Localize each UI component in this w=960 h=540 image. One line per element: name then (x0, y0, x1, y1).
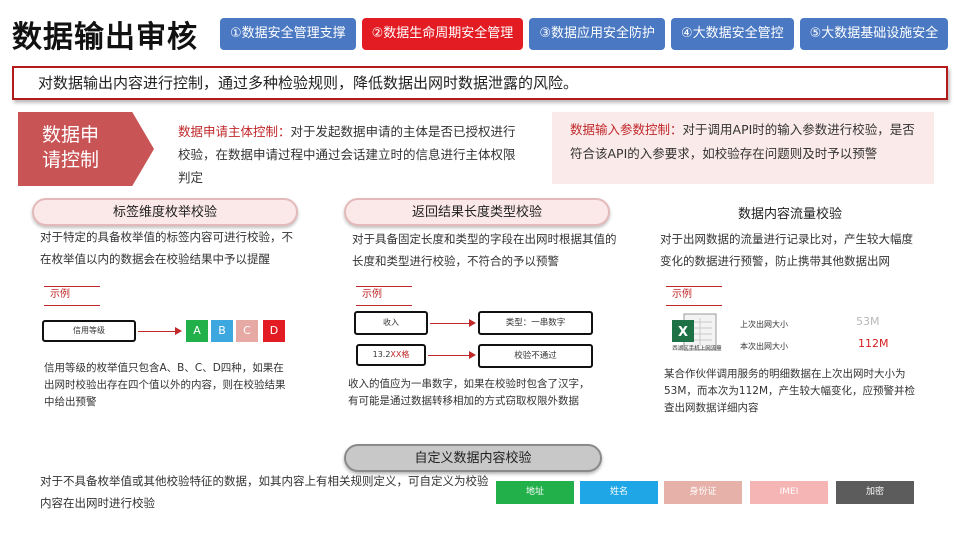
request-control-label: 数据申 请控制 (18, 112, 154, 186)
length-type-note: 收入的值应为一串数字，如果在校验时包含了汉字，有可能是通过数据转移相加的方式窃取… (348, 378, 590, 407)
custom-tag-address: 地址 (496, 481, 574, 504)
svg-text:X: X (678, 325, 688, 340)
page-title: 数据输出审核 (12, 20, 198, 55)
flow-check-heading: 数据内容流量校验 (737, 207, 842, 222)
income-field-box: 收入 (354, 311, 428, 335)
type-rule-box: 类型：一串数字 (478, 311, 593, 335)
length-type-heading: 返回结果长度类型校验 (344, 198, 610, 226)
custom-check-desc: 对于不具备枚举值或其他校验特征的数据，如其内容上有相关规则定义，可自定义为校验内… (40, 474, 489, 510)
length-type-desc: 对于具备固定长度和类型的字段在出网时根据其值的长度和类型进行校验，不符合的予以预… (352, 232, 617, 268)
current-size-value: 112M (858, 337, 889, 350)
input-param-control-term: 数据输入参数控制： (570, 122, 683, 137)
flow-check-sample-label: 示例 (666, 286, 722, 306)
length-type-arrow-top (430, 319, 476, 327)
tag-enum-value-a: A (186, 320, 208, 342)
tag-enum-value-c: C (236, 320, 258, 342)
tag-enum-heading: 标签维度枚举校验 (32, 198, 298, 226)
income-value-number: 13.2 (372, 350, 391, 359)
summary-banner: 对数据输出内容进行控制，通过多种检验规则，降低数据出网时数据泄露的风险。 (12, 66, 948, 100)
flow-check-note: 某合作伙伴调用服务的明细数据在上次出网时大小为53M，而本次为112M，产生较大… (664, 368, 916, 414)
last-size-value: 53M (856, 315, 880, 328)
custom-tag-name: 姓名 (580, 481, 658, 504)
tab-big-data-control[interactable]: ④大数据安全管控 (670, 18, 794, 50)
excel-file-icon: X (672, 313, 717, 351)
subject-control-desc: 数据申请主体控制：对于发起数据申请的主体是否已授权进行校验，在数据申请过程中通过… (178, 120, 526, 189)
current-size-label: 本次出网大小 (740, 342, 788, 351)
tag-enum-value-b: B (211, 320, 233, 342)
custom-tag-id-card: 身份证 (664, 481, 742, 504)
flow-check-desc: 对于出网数据的流量进行记录比对，产生较大幅度变化的数据进行预警，防止携带其他数据… (660, 232, 913, 268)
tab-data-lifecycle-security[interactable]: ②数据生命周期安全管理 (361, 18, 524, 50)
input-param-control-desc: 数据输入参数控制：对于调用API时的输入参数进行校验，是否符合该API的入参要求… (552, 112, 934, 184)
tag-enum-sample-label: 示例 (44, 286, 100, 306)
last-size-label: 上次出网大小 (740, 320, 788, 329)
tag-enum-arrow (138, 327, 182, 335)
tag-enum-field-box: 信用等级 (42, 320, 136, 342)
tag-enum-note: 信用等级的枚举值只包含A、B、C、D四种，如果在出网时校验出存在四个值以外的内容… (44, 362, 286, 408)
length-type-sample-label: 示例 (356, 286, 412, 306)
validation-failed-box: 校验不通过 (478, 344, 593, 368)
custom-tag-encryption: 加密 (836, 481, 914, 504)
length-type-arrow-bottom (428, 351, 476, 359)
income-value-box: 13.2XX格 (356, 344, 426, 366)
tab-big-data-infrastructure[interactable]: ⑤大数据基础设施安全 (799, 18, 949, 50)
request-control-label-line1: 数据申 (42, 124, 100, 146)
subject-control-text: 对于发起数据申请的主体是否已授权进行校验，在数据申请过程中通过会话建立时的信息进… (178, 124, 516, 185)
subject-control-term: 数据申请主体控制： (178, 124, 291, 139)
income-value-invalid-part: XX格 (390, 350, 410, 359)
tab-data-security-management[interactable]: ①数据安全管理支撑 (220, 18, 356, 50)
input-param-control-text: 对于调用API时的输入参数进行校验，是否符合该API的入参要求，如校验存在问题则… (570, 122, 915, 161)
custom-tag-imei: IMEI (750, 481, 828, 504)
tag-enum-desc: 对于特定的具备枚举值的标签内容可进行校验，不在枚举值以内的数据会在校验结果中予以… (40, 230, 293, 266)
section-tabs: ①数据安全管理支撑 ②数据生命周期安全管理 ③数据应用安全防护 ④大数据安全管控… (220, 18, 949, 50)
tag-enum-value-d: D (263, 320, 285, 342)
excel-file-caption: 西湖区手机上网流量 (672, 346, 722, 352)
custom-check-heading: 自定义数据内容校验 (344, 444, 602, 472)
request-control-label-line2: 请控制 (42, 149, 100, 171)
tab-data-application-protection[interactable]: ③数据应用安全防护 (529, 18, 665, 50)
